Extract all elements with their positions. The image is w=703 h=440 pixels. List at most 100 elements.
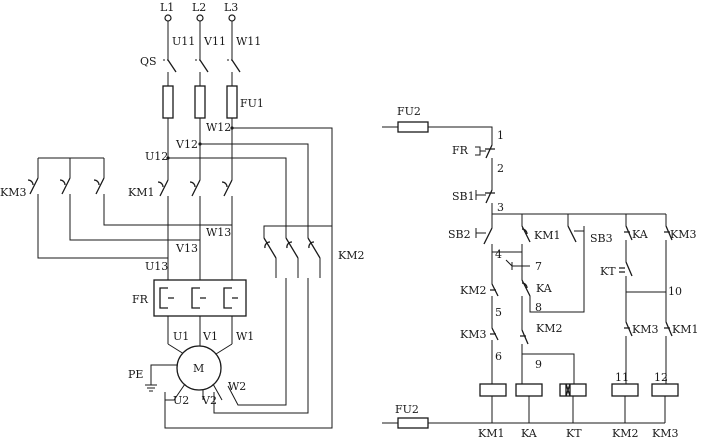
fuse-l3 — [226, 85, 238, 119]
km1-label: KM1 — [128, 186, 154, 199]
node-5: 5 — [495, 306, 502, 319]
fu2-top-fuse — [397, 121, 429, 133]
motor-term-v1: V1 — [202, 330, 218, 343]
ka-contact-label: KA — [536, 282, 553, 295]
wire-label-w11: W11 — [236, 35, 261, 48]
ka-km2-label: KA — [632, 228, 649, 241]
phase-label-l2: L2 — [192, 1, 206, 14]
node-8: 8 — [535, 301, 542, 314]
coils — [479, 383, 679, 423]
sb1-label: SB1 — [452, 190, 475, 203]
wire-label-w13: W13 — [206, 226, 231, 239]
sb2-label: SB2 — [448, 228, 471, 241]
node-1: 1 — [497, 129, 504, 142]
terminal-l3 — [228, 14, 236, 22]
km1-contacts: KM1 W13 V13 U13 — [128, 179, 233, 273]
fu2-top-label: FU2 — [397, 105, 421, 118]
fr-label: FR — [132, 293, 149, 306]
km3-contacts: KM3 — [0, 157, 232, 259]
phase-terminals: L1 L2 L3 — [160, 1, 238, 22]
control-circuit: FU2 1 FR 2 SB1 3 SB2 — [382, 105, 698, 440]
node-12: 12 — [654, 371, 668, 384]
sb3-label: SB3 — [590, 232, 613, 245]
wire-label-v12: V12 — [175, 138, 198, 151]
coil-label-kt: KT — [566, 427, 582, 440]
node-3: 3 — [497, 201, 504, 214]
coil-km1 — [479, 383, 507, 397]
coil-ka — [515, 383, 543, 397]
sb1-button: SB1 3 — [452, 189, 504, 214]
coil-kt — [559, 383, 587, 397]
node-10: 10 — [668, 285, 682, 298]
km3-interlock-label: KM3 — [460, 328, 486, 341]
qs-switch: QS — [140, 55, 241, 73]
wire-label-u11: U11 — [172, 35, 195, 48]
km3-contact-label: KM3 — [670, 228, 696, 241]
km3-km2-label: KM3 — [632, 323, 658, 336]
coil-km2 — [611, 383, 639, 397]
fu2-top: FU2 — [382, 105, 493, 145]
fu2-bottom: FU2 — [382, 403, 665, 429]
coil-kt-delay-mark — [565, 383, 571, 397]
km1-km3-label: KM1 — [672, 323, 698, 336]
junction-v12 — [198, 142, 202, 146]
wire-label-v11: V11 — [203, 35, 226, 48]
sb3-branch: SB3 — [567, 214, 613, 245]
wire-label-v13: V13 — [175, 242, 198, 255]
wire-label-u13: U13 — [145, 260, 168, 273]
fu2-bottom-fuse — [397, 417, 429, 429]
reversing-taps: W12 V12 U12 — [145, 121, 333, 429]
terminal-l1 — [164, 14, 172, 22]
qs-label: QS — [140, 55, 157, 68]
fr-contact: 1 FR 2 — [452, 129, 504, 190]
power-circuit: L1 L2 L3 U11 V11 W11 QS FU1 — [0, 1, 364, 429]
phase-label-l1: L1 — [160, 1, 174, 14]
km1-branch: SB2 KM1 4 7 KM2 5 KM3 6 — [448, 214, 560, 384]
node-2: 2 — [497, 162, 504, 175]
wire-label-u12: U12 — [145, 150, 168, 163]
fuse-l2 — [194, 85, 206, 119]
junction-u12 — [166, 156, 170, 160]
node-4: 4 — [495, 248, 502, 261]
coil-label-km2: KM2 — [612, 427, 638, 440]
km2-interlock-label: KM2 — [460, 284, 486, 297]
fr-contact-label: FR — [452, 144, 469, 157]
coil-labels: KM1 KA KT KM2 KM3 — [478, 427, 678, 440]
pe-label: PE — [128, 368, 143, 381]
main-conductors — [167, 21, 233, 355]
motor-term-w1: W1 — [236, 330, 254, 343]
km2-branch: KA KT 10 KM3 11 — [600, 214, 682, 384]
fu2-bottom-label: FU2 — [395, 403, 419, 416]
km3-label: KM3 — [0, 186, 26, 199]
wire-label-w12: W12 — [206, 121, 231, 134]
motor-term-w2: W2 — [228, 380, 246, 393]
coil-label-ka: KA — [521, 427, 538, 440]
kt-label: KT — [600, 265, 616, 278]
node-6: 6 — [495, 350, 502, 363]
coil-label-km3: KM3 — [652, 427, 678, 440]
motor-term-u2: U2 — [173, 394, 189, 407]
fu1-label: FU1 — [240, 97, 264, 110]
node-7: 7 — [535, 260, 542, 273]
km2-contact-label: KM2 — [536, 322, 562, 335]
node-11: 11 — [615, 371, 629, 384]
phase-label-l3: L3 — [224, 1, 238, 14]
fuse-l1 — [162, 85, 174, 119]
fr-thermal-relay: FR — [132, 279, 247, 317]
coil-label-km1: KM1 — [478, 427, 504, 440]
ka-branch: KA 8 KM2 9 — [520, 232, 585, 384]
km1-hold-label: KM1 — [534, 229, 560, 242]
node-9: 9 — [535, 358, 542, 371]
fu1-fuses: FU1 — [162, 85, 264, 119]
km3-branch: KM3 KM1 12 — [654, 214, 698, 384]
motor-term-v2: V2 — [201, 394, 217, 407]
motor-label: M — [193, 362, 204, 375]
motor: M PE U2 V2 W2 — [128, 345, 246, 407]
km2-label: KM2 — [338, 249, 364, 262]
motor-term-u1: U1 — [173, 330, 189, 343]
motor-circle — [176, 345, 222, 391]
terminal-l2 — [196, 14, 204, 22]
km2-contacts: KM2 — [263, 225, 364, 278]
junction-w12 — [230, 126, 234, 130]
